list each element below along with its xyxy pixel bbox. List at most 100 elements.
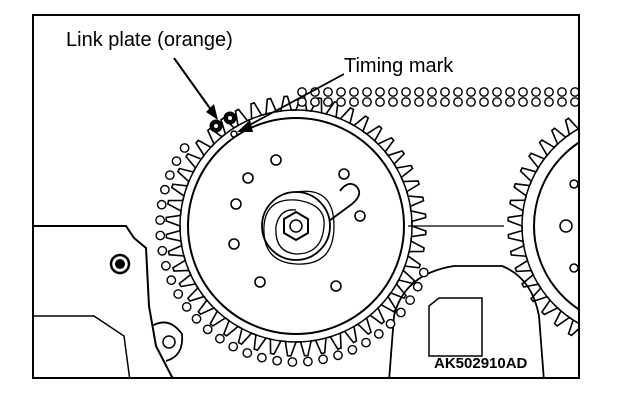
timing-mark-dot bbox=[230, 130, 238, 138]
chain-link bbox=[228, 341, 239, 352]
chain-link bbox=[323, 97, 333, 107]
engine-block-outline bbox=[34, 225, 174, 377]
chain-link bbox=[414, 97, 424, 107]
chain-link bbox=[570, 97, 578, 107]
chain-link bbox=[427, 97, 437, 107]
chain-link bbox=[388, 87, 398, 97]
chain-link bbox=[531, 97, 541, 107]
sprocket-right-rim bbox=[521, 128, 578, 324]
chain-link bbox=[155, 230, 166, 241]
chain-link bbox=[202, 324, 213, 335]
chain-link bbox=[375, 97, 385, 107]
timing-mark-arrowhead bbox=[237, 120, 253, 132]
bolt-hole bbox=[354, 210, 366, 222]
chain-link bbox=[505, 87, 515, 97]
chain-link bbox=[297, 97, 307, 107]
chain-link bbox=[570, 87, 578, 97]
chain-link bbox=[256, 352, 267, 363]
chain-link bbox=[159, 184, 170, 195]
chain-link bbox=[362, 97, 372, 107]
chain-link bbox=[544, 97, 554, 107]
link-plate-leader bbox=[173, 57, 215, 115]
bolt-hole bbox=[270, 154, 282, 166]
chain-link bbox=[349, 87, 359, 97]
chain-link bbox=[323, 87, 333, 97]
figure-code: AK502910AD bbox=[434, 355, 528, 372]
bolt-hole bbox=[228, 238, 240, 250]
diagram-frame: Link plate (orange) Timing mark AK502910… bbox=[32, 14, 580, 379]
chain-link bbox=[156, 199, 167, 210]
chain-link bbox=[181, 301, 192, 312]
sprocket-left-arm bbox=[328, 182, 361, 222]
bolt-hole bbox=[254, 276, 266, 288]
chain-link bbox=[349, 97, 359, 107]
bolt-hole bbox=[330, 280, 342, 292]
sprocket-left-bolt-holes bbox=[228, 154, 366, 292]
chain-link bbox=[375, 87, 385, 97]
sprocket-left-hub-ring bbox=[187, 117, 405, 335]
chain-link bbox=[388, 97, 398, 107]
sprocket-right-hub-ring bbox=[533, 141, 578, 311]
chain-link bbox=[414, 87, 424, 97]
timing-mark-leader bbox=[243, 73, 345, 129]
chain-link bbox=[557, 97, 567, 107]
lower-bracket bbox=[151, 321, 184, 362]
chain-link bbox=[479, 87, 489, 97]
chain-link bbox=[412, 281, 423, 292]
chain-link bbox=[385, 318, 396, 329]
chain-link bbox=[333, 350, 343, 361]
chain-link bbox=[531, 87, 541, 97]
chain-link bbox=[479, 97, 489, 107]
chain-link bbox=[505, 97, 515, 107]
chain-link bbox=[171, 156, 182, 167]
chain-link bbox=[164, 170, 175, 181]
chain-link bbox=[518, 87, 528, 97]
timing-chain bbox=[155, 87, 578, 367]
chain-link bbox=[466, 97, 476, 107]
chain-link bbox=[191, 313, 202, 324]
bolt-hole bbox=[338, 168, 350, 180]
sprocket-left-center-bolt bbox=[283, 210, 309, 242]
bolt-hole bbox=[242, 172, 254, 184]
chain-link bbox=[401, 87, 411, 97]
chain-link bbox=[518, 97, 528, 107]
link-plate-label: Link plate (orange) bbox=[66, 29, 233, 51]
chain-link bbox=[453, 97, 463, 107]
chain-link bbox=[492, 97, 502, 107]
chain-link bbox=[179, 143, 190, 153]
lower-casting-outline bbox=[388, 265, 545, 377]
chain-link bbox=[173, 289, 184, 299]
timing-chain-illustration bbox=[34, 57, 578, 377]
chain-link bbox=[440, 97, 450, 107]
chain-link bbox=[405, 295, 415, 305]
sprocket-left-spring bbox=[263, 190, 335, 265]
chain-link bbox=[157, 245, 168, 256]
chain-link bbox=[310, 97, 320, 107]
chain-link bbox=[440, 87, 450, 97]
chain-link bbox=[427, 87, 437, 97]
camshaft-sprocket-right bbox=[507, 117, 578, 337]
chain-link bbox=[336, 87, 346, 97]
chain-link bbox=[492, 87, 502, 97]
chain-link bbox=[362, 87, 372, 97]
chain-link bbox=[336, 97, 346, 107]
chain-link bbox=[347, 344, 358, 355]
chain-link bbox=[318, 354, 328, 365]
chain-link bbox=[302, 356, 313, 367]
engine-block-edge bbox=[34, 315, 131, 377]
chain-link bbox=[401, 97, 411, 107]
camshaft-sprocket-left bbox=[165, 95, 427, 357]
chain-link bbox=[361, 337, 371, 348]
block-bolt-hole-inner bbox=[115, 259, 125, 269]
link-plate-arrowhead bbox=[206, 104, 218, 120]
sprocket-left-teeth bbox=[165, 95, 427, 357]
sprocket-left-rim bbox=[179, 109, 413, 343]
chain-link bbox=[466, 87, 476, 97]
bolt-hole bbox=[230, 198, 242, 210]
lower-casting-recess bbox=[428, 297, 483, 357]
chain-link bbox=[544, 87, 554, 97]
chain-link bbox=[395, 307, 406, 318]
chain-link bbox=[214, 333, 225, 344]
chain-link bbox=[160, 260, 171, 271]
chain-link bbox=[557, 87, 567, 97]
